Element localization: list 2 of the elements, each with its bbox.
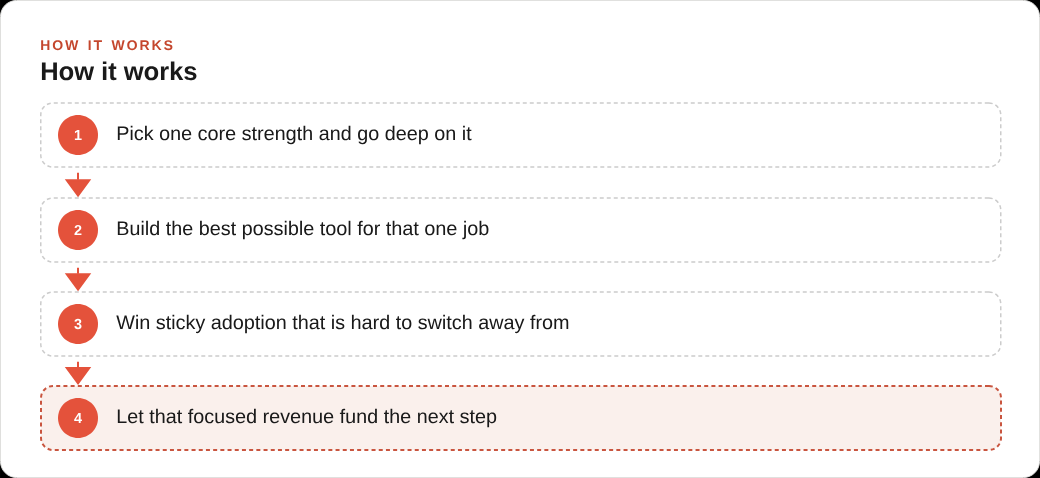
title: How it works [41, 61, 197, 81]
kicker-text: HOW IT WORKS [41, 40, 173, 51]
